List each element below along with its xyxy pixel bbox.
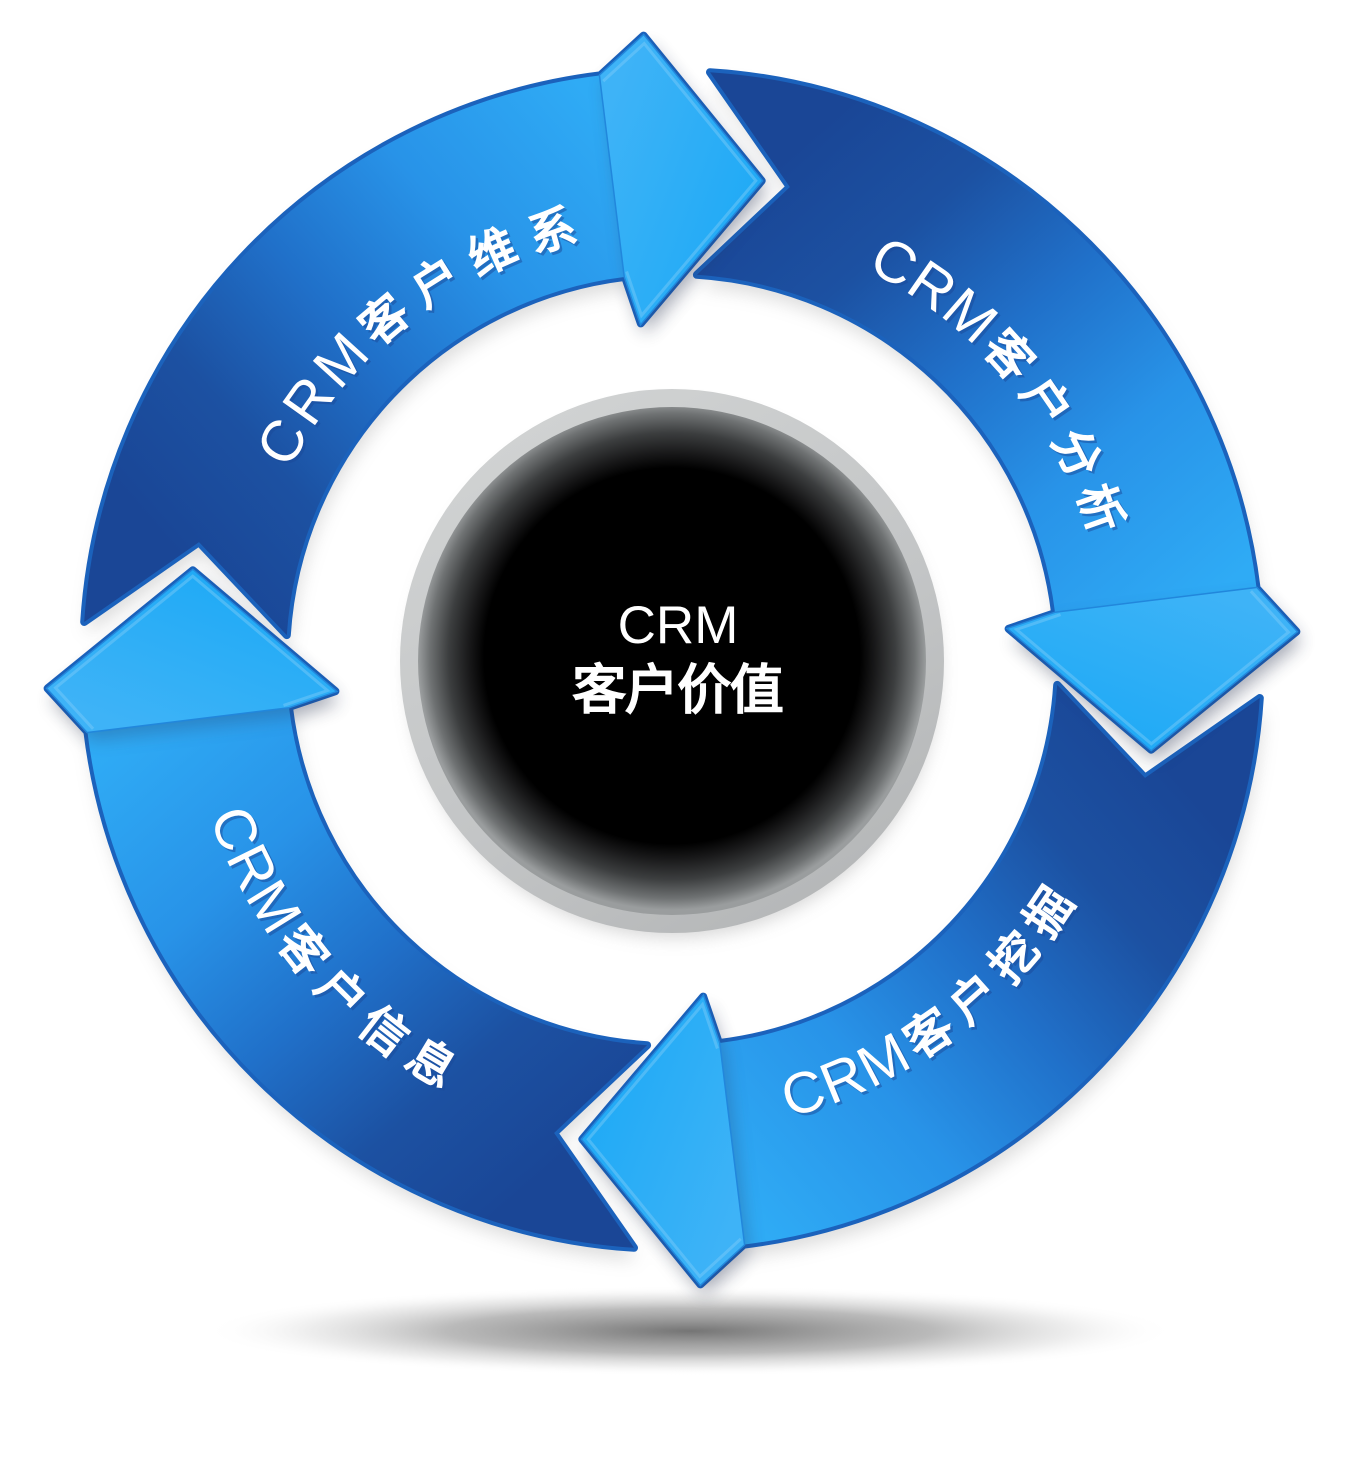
svg-text:CRM: CRM — [618, 596, 739, 655]
